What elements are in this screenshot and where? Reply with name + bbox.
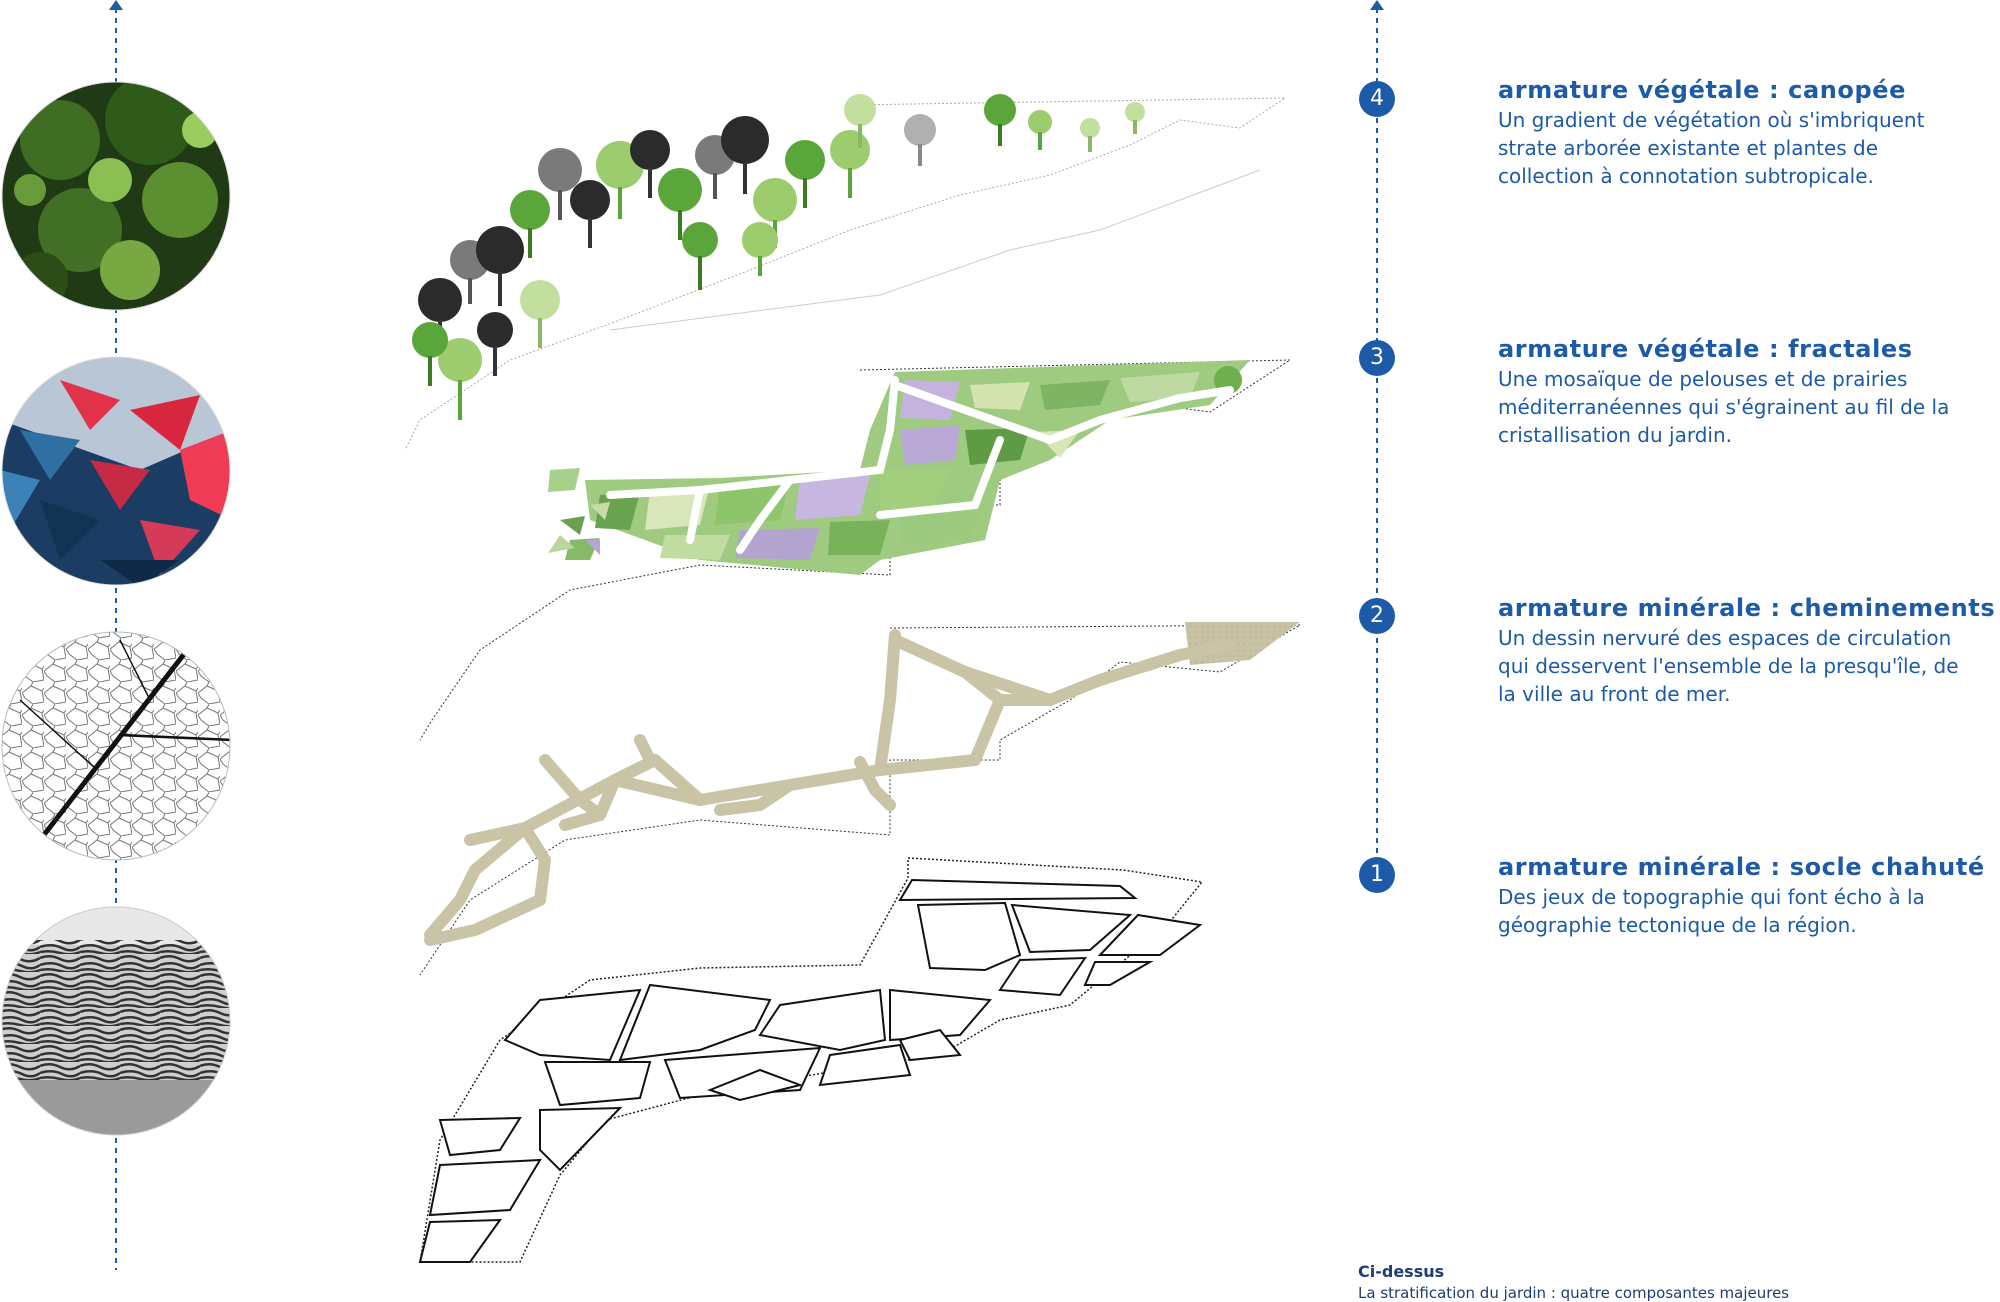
desc-line: Un dessin nervuré des espaces de circula… — [1498, 626, 1952, 650]
layer-1-base-outline — [418, 857, 1204, 1263]
arrow-up-icon — [109, 0, 123, 10]
layer-description: Des jeux de topographie qui font écho à … — [1498, 883, 1988, 939]
layer-4-canopy — [404, 94, 1287, 451]
circle-rock-strata-photo — [2, 907, 230, 1135]
circle-leaf-vein-drawing — [2, 632, 230, 860]
desc-line: qui desservent l'ensemble de la presqu'î… — [1498, 654, 1959, 678]
right-timeline — [1370, 0, 1384, 880]
caption-subtitle: La stratification du jardin : quatre com… — [1358, 1284, 1790, 1302]
step-badge-4: 4 — [1359, 81, 1395, 117]
layer-3-text: armature végétale : fractales Une mosaïq… — [1498, 335, 1988, 449]
circle-canopy-photo — [2, 82, 230, 310]
layer-1-text: armature minérale : socle chahuté Des je… — [1498, 853, 1988, 939]
layer-title: armature minérale : socle chahuté — [1498, 853, 1985, 881]
layer-3-mosaic — [419, 359, 1292, 741]
desc-line: la ville au front de mer. — [1498, 682, 1731, 706]
desc-line: méditerranéennes qui s'égrainent au fil … — [1498, 395, 1950, 419]
layer-title: armature végétale : canopée — [1498, 76, 1907, 104]
desc-line: strate arborée existante et plantes de — [1498, 136, 1879, 160]
layer-2-paths — [419, 622, 1302, 976]
step-badge-2: 2 — [1359, 598, 1395, 634]
step-badge-3: 3 — [1359, 340, 1395, 376]
layer-4-text: armature végétale : canopée Un gradient … — [1498, 76, 1988, 190]
circle-fractal-pattern — [2, 357, 230, 585]
desc-line: Une mosaïque de pelouses et de prairies — [1498, 367, 1908, 391]
arrow-up-icon — [1370, 0, 1384, 10]
desc-line: géographie tectonique de la région. — [1498, 913, 1857, 937]
desc-line: Des jeux de topographie qui font écho à … — [1498, 885, 1925, 909]
layer-description: Une mosaïque de pelouses et de prairies … — [1498, 365, 1988, 449]
figure-caption: Ci-dessus La stratification du jardin : … — [1358, 1262, 1789, 1302]
layer-title: armature minérale : cheminements — [1498, 594, 1996, 622]
desc-line: Un gradient de végétation où s'imbriquen… — [1498, 108, 1925, 132]
layer-description: Un dessin nervuré des espaces de circula… — [1498, 624, 1988, 708]
desc-line: cristallisation du jardin. — [1498, 423, 1733, 447]
step-badge-1: 1 — [1359, 857, 1395, 893]
caption-title: Ci-dessus — [1358, 1262, 1445, 1281]
layer-description: Un gradient de végétation où s'imbriquen… — [1498, 106, 1988, 190]
layer-2-text: armature minérale : cheminements Un dess… — [1498, 594, 1996, 708]
desc-line: collection à connotation subtropicale. — [1498, 164, 1874, 188]
layer-title: armature végétale : fractales — [1498, 335, 1913, 363]
